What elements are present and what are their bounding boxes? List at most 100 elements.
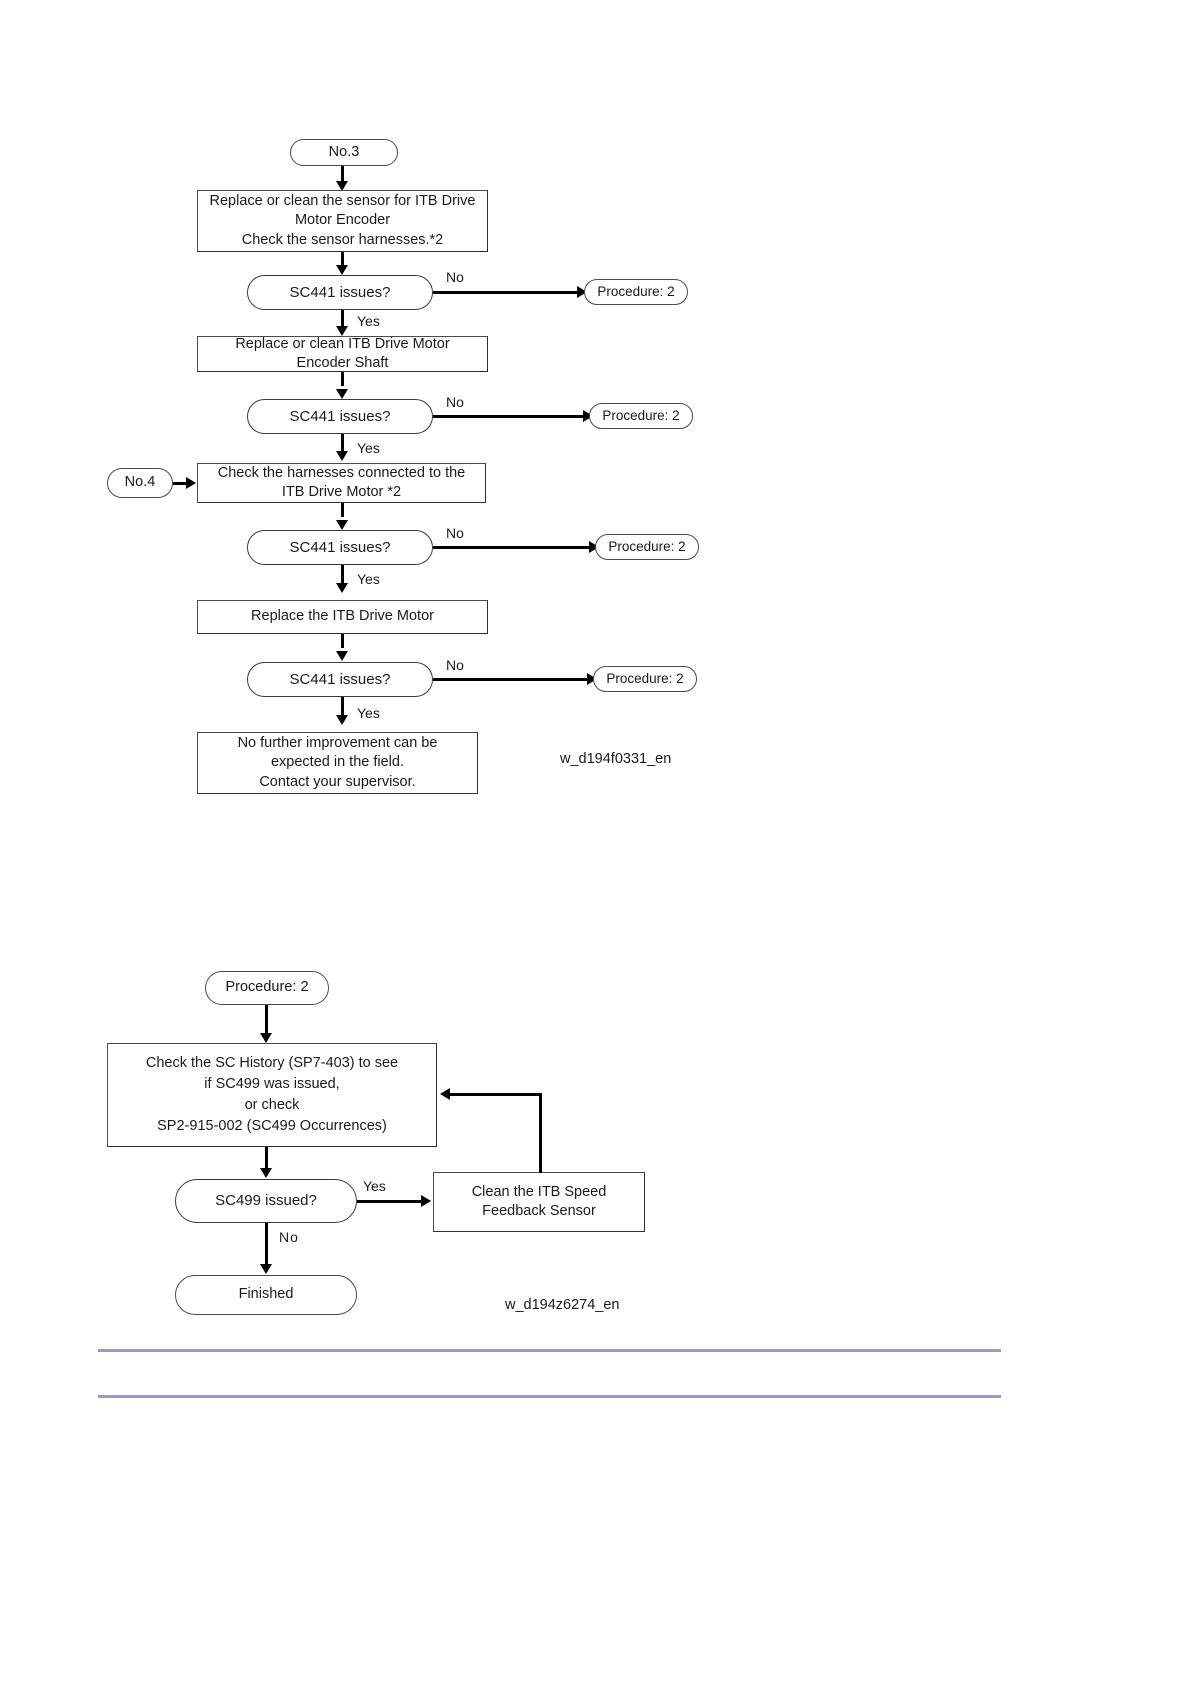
node-check-sc-history: Check the SC History (SP7-403) to see if… bbox=[107, 1043, 437, 1147]
edge-label-no-2: No bbox=[446, 394, 464, 410]
node-entry-no4: No.4 bbox=[107, 468, 173, 498]
arrowhead-decision3-yes bbox=[335, 583, 348, 593]
node-clean-itb-speed-sensor: Clean the ITB Speed Feedback Sensor bbox=[433, 1172, 645, 1232]
node-replace-clean-encoder-shaft: Replace or clean ITB Drive Motor Encoder… bbox=[197, 336, 488, 372]
arrowhead-start-to-check-history bbox=[259, 1033, 272, 1043]
arrowhead-decision4-yes bbox=[335, 715, 348, 725]
node-replace-clean-encoder-sensor: Replace or clean the sensor for ITB Driv… bbox=[197, 190, 488, 252]
node-check-history-line3: or check bbox=[244, 1097, 300, 1113]
node-exit-procedure2-1: Procedure: 2 bbox=[584, 279, 688, 305]
footer-rule-top bbox=[98, 1349, 1001, 1352]
node-decision3-label: SC441 issues? bbox=[289, 538, 391, 556]
node-start-procedure2-label: Procedure: 2 bbox=[225, 979, 309, 996]
connector-decision4-no bbox=[433, 678, 589, 681]
figure-caption-1: w_d194f0331_en bbox=[560, 751, 672, 767]
node-no-further-improvement: No further improvement can be expected i… bbox=[197, 732, 478, 794]
arrowhead-loop-to-check-history bbox=[440, 1088, 450, 1100]
connector-step4-to-decision4 bbox=[341, 634, 344, 648]
node-step4-label: Replace the ITB Drive Motor bbox=[251, 608, 434, 625]
node-clean-sensor-line2: Feedback Sensor bbox=[482, 1203, 596, 1219]
arrowhead-decision3-no bbox=[589, 540, 599, 553]
node-entry-no4-label: No.4 bbox=[124, 474, 156, 491]
arrowhead-decision4-no bbox=[587, 672, 597, 685]
node-exit3-label: Procedure: 2 bbox=[608, 539, 686, 555]
node-decision-sc499-issued: SC499 issued? bbox=[175, 1179, 357, 1223]
node-exit1-label: Procedure: 2 bbox=[597, 284, 675, 300]
figure-caption-2: w_d194z6274_en bbox=[505, 1297, 620, 1313]
node-decision-sc441-1: SC441 issues? bbox=[247, 275, 433, 310]
node-start-no3: No.3 bbox=[290, 139, 398, 166]
node-check-history-line2: if SC499 was issued, bbox=[204, 1075, 340, 1092]
node-finished: Finished bbox=[175, 1275, 357, 1315]
node-decision2-label: SC441 issues? bbox=[289, 407, 391, 425]
connector-check-history-to-decision bbox=[265, 1147, 268, 1171]
arrowhead-step1-to-decision1 bbox=[335, 265, 348, 275]
edge-label-no-3: No bbox=[446, 525, 464, 541]
node-decision4-label: SC441 issues? bbox=[289, 670, 391, 688]
node-decision-sc441-4: SC441 issues? bbox=[247, 662, 433, 697]
node-exit2-label: Procedure: 2 bbox=[602, 408, 680, 424]
connector-loop-vertical bbox=[539, 1093, 542, 1173]
connector-step2-to-decision2 bbox=[341, 372, 344, 386]
arrowhead-decision1-yes bbox=[335, 326, 348, 336]
edge-label-no-4: No bbox=[446, 657, 464, 673]
node-step1-line2: Motor Encoder bbox=[294, 212, 391, 229]
arrowhead-no4-to-step3 bbox=[186, 476, 196, 489]
node-exit-procedure2-3: Procedure: 2 bbox=[595, 534, 699, 560]
connector-decision4-yes bbox=[341, 697, 344, 717]
node-decision-sc499-label: SC499 issued? bbox=[215, 1192, 317, 1210]
connector-no4-to-step3 bbox=[173, 482, 188, 485]
connector-sc499-no bbox=[265, 1223, 268, 1266]
node-decision-sc441-3: SC441 issues? bbox=[247, 530, 433, 565]
edge-label-yes-4: Yes bbox=[357, 705, 380, 721]
node-step2-line2: Encoder Shaft bbox=[296, 355, 389, 371]
node-start-procedure2: Procedure: 2 bbox=[205, 971, 329, 1005]
connector-decision2-no bbox=[433, 415, 585, 418]
connector-decision3-no bbox=[433, 546, 591, 549]
connector-decision2-yes bbox=[341, 434, 344, 452]
edge-label-yes-3: Yes bbox=[357, 571, 380, 587]
node-decision-sc441-2: SC441 issues? bbox=[247, 399, 433, 434]
arrowhead-start-to-step1 bbox=[335, 181, 348, 191]
connector-step3-to-decision3 bbox=[341, 503, 344, 517]
node-step2-line1: Replace or clean ITB Drive Motor bbox=[235, 335, 450, 352]
arrowhead-decision1-no bbox=[577, 285, 587, 298]
node-exit-procedure2-2: Procedure: 2 bbox=[589, 403, 693, 429]
connector-start-to-step1 bbox=[341, 166, 344, 183]
node-step3-line1: Check the harnesses connected to the bbox=[217, 464, 466, 481]
node-check-motor-harnesses: Check the harnesses connected to the ITB… bbox=[197, 463, 486, 503]
arrowhead-check-history-to-decision bbox=[259, 1168, 272, 1178]
node-clean-sensor-line1: Clean the ITB Speed bbox=[471, 1183, 607, 1200]
arrowhead-step3-to-decision3 bbox=[335, 520, 348, 530]
node-step3-line2: ITB Drive Motor *2 bbox=[281, 484, 402, 500]
node-end-line3: Contact your supervisor. bbox=[259, 773, 416, 790]
node-replace-itb-drive-motor: Replace the ITB Drive Motor bbox=[197, 600, 488, 634]
connector-decision1-yes bbox=[341, 310, 344, 328]
edge-label-yes-2: Yes bbox=[357, 440, 380, 456]
edge-label-yes-sc499: Yes bbox=[363, 1178, 386, 1194]
edge-label-no-1: No bbox=[446, 269, 464, 285]
edge-label-no-sc499: No bbox=[279, 1229, 299, 1245]
node-end-line1: No further improvement can be bbox=[237, 735, 438, 752]
arrowhead-decision2-yes bbox=[335, 451, 348, 461]
connector-sc499-yes bbox=[357, 1200, 423, 1203]
node-step1-line3: Check the sensor harnesses.*2 bbox=[241, 231, 444, 248]
edge-label-yes-1: Yes bbox=[357, 313, 380, 329]
connector-start-to-check-history bbox=[265, 1005, 268, 1036]
node-check-history-line4: SP2-915-002 (SC499 Occurrences) bbox=[157, 1118, 387, 1135]
node-check-history-line1: Check the SC History (SP7-403) to see bbox=[145, 1054, 399, 1071]
arrowhead-sc499-yes bbox=[421, 1194, 431, 1207]
connector-decision1-no bbox=[433, 291, 579, 294]
node-start-no3-label: No.3 bbox=[328, 143, 360, 160]
node-decision1-label: SC441 issues? bbox=[289, 283, 391, 301]
footer-rule-bottom bbox=[98, 1395, 1001, 1398]
arrowhead-step2-to-decision2 bbox=[335, 389, 348, 399]
node-end-line2: expected in the field. bbox=[270, 754, 404, 771]
arrowhead-sc499-no bbox=[259, 1264, 272, 1274]
connector-step1-to-decision1 bbox=[341, 252, 344, 267]
node-exit-procedure2-4: Procedure: 2 bbox=[593, 666, 697, 692]
node-finished-label: Finished bbox=[238, 1286, 294, 1303]
node-step1-line1: Replace or clean the sensor for ITB Driv… bbox=[209, 193, 476, 210]
connector-loop-horizontal bbox=[450, 1093, 541, 1096]
arrowhead-decision2-no bbox=[583, 409, 593, 422]
